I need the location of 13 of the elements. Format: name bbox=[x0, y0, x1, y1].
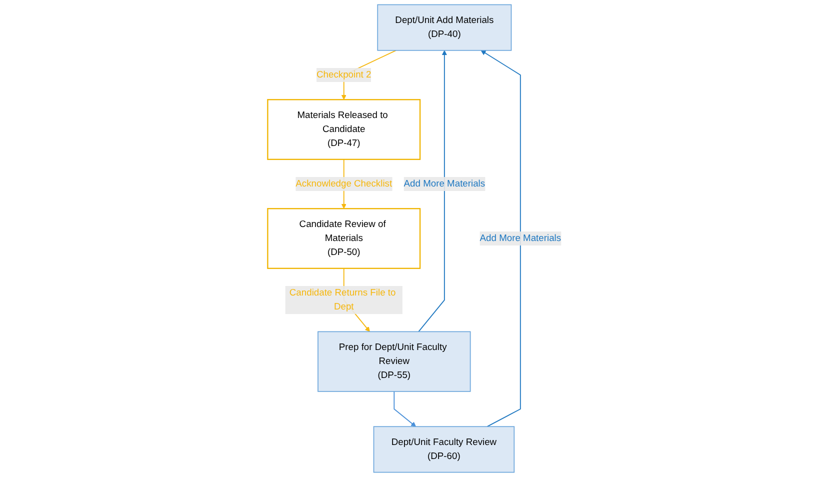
edge-label: Add More Materials bbox=[479, 233, 561, 244]
arrow bbox=[480, 50, 521, 428]
edge-label: Checkpoint 2 bbox=[316, 70, 371, 80]
node-box: Prep for Dept/Unit Faculty Review (DP-55) bbox=[317, 331, 470, 392]
node-box: Dept/Unit Faculty Review (DP-60) bbox=[372, 426, 514, 473]
node-box: Dept/Unit Add Materials (DP-40) bbox=[376, 4, 512, 51]
edge-label: Acknowledge Checklist bbox=[295, 178, 392, 189]
edge-label: Add More Materials bbox=[403, 178, 485, 189]
arrow bbox=[418, 50, 447, 332]
node-box: Materials Released to Candidate (DP-47) bbox=[266, 99, 420, 160]
arrow bbox=[393, 390, 416, 427]
edge-label: Candidate Returns File to Dept bbox=[289, 288, 396, 312]
node-box: Candidate Review of Materials (DP-50) bbox=[266, 208, 420, 269]
